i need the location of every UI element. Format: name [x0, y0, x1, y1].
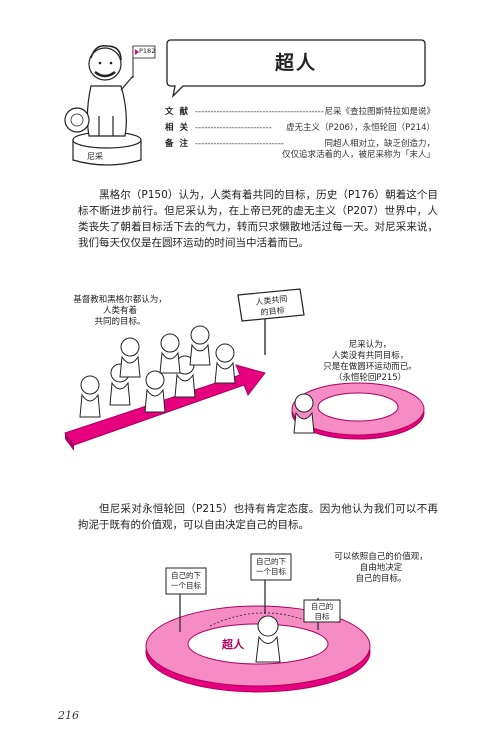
caption-line: 共同的目标。: [94, 317, 146, 327]
caption-own-goal: 可以依照自己的价值观， 自由地决定 自己的目标。: [325, 552, 437, 585]
info-key-notes: 备注: [165, 139, 195, 149]
flag-next-goal-2: 自己的下 一个目标: [251, 557, 291, 577]
body-paragraph-1: 黑格尔（P150）认为，人类有着共同的目标，历史（P176）朝着这个目标不断进步…: [78, 189, 438, 249]
ring-label-superman: 超人: [222, 638, 244, 651]
flag-next-goal-1: 自己的下 一个目标: [166, 571, 206, 591]
info-row-notes: 备注 ----------------------------- 同超人相对立，…: [165, 139, 435, 163]
page-number: 216: [58, 709, 79, 722]
caption-line: 人类没有共同目标，: [331, 351, 409, 361]
caption-line: 尼采认为，: [348, 340, 392, 350]
caption-line: （永恒轮回P215）: [333, 373, 407, 383]
caption-common-goal: 基督教和黑格尔都认为， 人类有着 共同的目标。: [60, 295, 180, 328]
body-paragraph-2: 但尼采对永恒轮回（P215）也持有肯定态度。因为他认为我们可以不再拘泥于既有的价…: [78, 503, 438, 531]
caption-line: 可以依照自己的价值观，: [334, 552, 428, 562]
title-bubble: 超人: [165, 38, 427, 98]
info-key-references: 文献: [165, 107, 195, 117]
caption-no-common-goal: 尼采认为， 人类没有共同目标， 只是在做圆环运动而已。 （永恒轮回P215）: [310, 340, 430, 384]
info-value-references: 尼采《查拉图斯特拉如是说》: [324, 107, 435, 117]
nietzsche-statue-illustration: P182 尼采: [55, 28, 160, 168]
page-title: 超人: [274, 52, 317, 74]
dotted-leader: -----------------------------: [195, 139, 284, 149]
flag-line: 自己的下: [256, 557, 286, 566]
flag-line: 一个目标: [256, 567, 286, 576]
statue-label: 尼采: [87, 152, 103, 161]
dotted-leader: ----------------------------------------…: [195, 107, 324, 117]
illustration-common-goal: 基督教和黑格尔都认为， 人类有着 共同的目标。 人类共同 的目标 尼采认为， 人…: [60, 285, 440, 455]
info-value-related: 虚无主义（P206），永恒轮回（P214）: [286, 123, 435, 133]
caption-line: 只是在做圆环运动而已。: [323, 362, 417, 372]
info-key-related: 相关: [165, 123, 195, 133]
caption-line: 基督教和黑格尔都认为，: [73, 295, 167, 305]
caption-line: 自由地决定: [359, 563, 403, 573]
flag-line: 一个目标: [171, 581, 201, 590]
caption-line: 自己的目标。: [355, 574, 407, 584]
caption-line: 人类有着: [102, 306, 137, 316]
info-value-notes-2: 仅仅追求活着的人，被尼采称为「末人」: [281, 150, 435, 160]
flag-line: 自己的下: [171, 571, 201, 580]
info-value-notes: 同超人相对立，缺乏创造力，: [324, 139, 435, 149]
dotted-leader: -------------------------: [195, 123, 272, 133]
flag-own-goal: 自己的 目标: [304, 602, 340, 622]
illustration-superman: 可以依照自己的价值观， 自由地决定 自己的目标。 自己的下 一个目标 自己的下 …: [140, 552, 440, 702]
statue-flag-label: P182: [139, 47, 156, 55]
flag-line: 目标: [314, 612, 330, 621]
flag-line: 自己的: [310, 602, 334, 611]
